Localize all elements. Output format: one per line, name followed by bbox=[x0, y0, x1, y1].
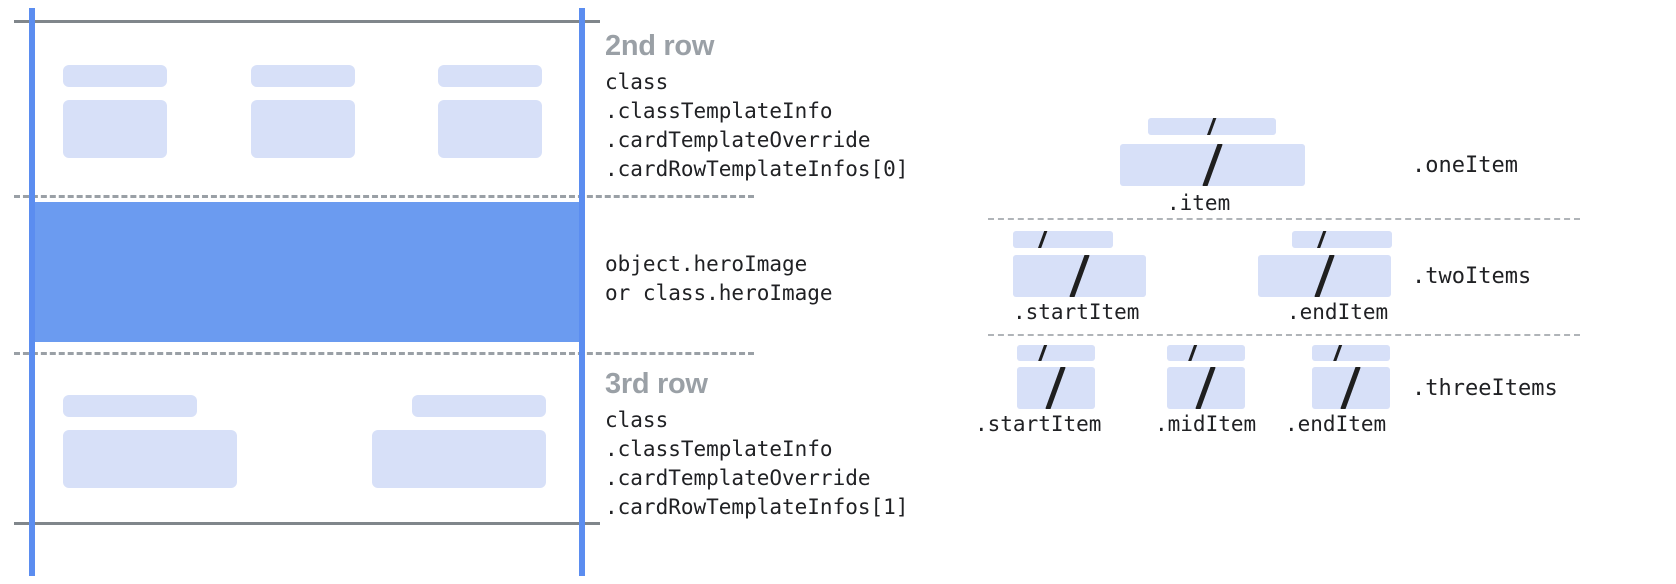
left-edge-guide bbox=[29, 8, 35, 576]
slash-mark bbox=[1069, 255, 1090, 297]
slash-mark bbox=[1202, 144, 1223, 186]
row3-annotation: 3rd row class .classTemplateInfo .cardTe… bbox=[605, 368, 955, 522]
slash-mark bbox=[1036, 345, 1049, 361]
twoitems-start-value-chip bbox=[1013, 255, 1146, 297]
slash-mark bbox=[1340, 367, 1361, 409]
row3-heading: 3rd row bbox=[605, 368, 708, 400]
slash-mark bbox=[1331, 345, 1344, 361]
row3-code-line-1: class bbox=[605, 408, 669, 432]
slash-mark bbox=[1205, 118, 1218, 135]
row3-value-placeholder-2 bbox=[372, 430, 546, 488]
threeitems-start-value-chip bbox=[1017, 367, 1095, 409]
slash-mark bbox=[1195, 367, 1216, 409]
threeitems-mid-caption: .midItem bbox=[1155, 412, 1257, 436]
row2-value-placeholder-1 bbox=[63, 100, 167, 158]
threeitems-end-value-chip bbox=[1312, 367, 1390, 409]
hero-image-block bbox=[35, 202, 582, 342]
threeitems-start-caption: .startItem bbox=[975, 412, 1102, 436]
slash-mark bbox=[1186, 345, 1199, 361]
row2-heading: 2nd row bbox=[605, 30, 715, 62]
twoitems-group-label: .twoItems bbox=[1412, 264, 1532, 289]
oneitem-group-label: .oneItem bbox=[1412, 153, 1518, 178]
threeitems-group-label: .threeItems bbox=[1412, 376, 1558, 401]
twoitems-start-label-chip bbox=[1013, 231, 1113, 248]
hero-annotation: object.heroImage or class.heroImage bbox=[605, 250, 955, 308]
row3-label-placeholder-1 bbox=[63, 395, 197, 417]
item-group-separator-1 bbox=[988, 218, 1580, 220]
card-row-separator-top bbox=[14, 195, 754, 198]
row3-code-line-3: .cardTemplateOverride bbox=[605, 466, 871, 490]
row2-code-line-2: .classTemplateInfo bbox=[605, 99, 833, 123]
hero-code-line-1: object.heroImage bbox=[605, 252, 808, 276]
row3-value-placeholder-1 bbox=[63, 430, 237, 488]
row2-code-line-4: .cardRowTemplateInfos[0] bbox=[605, 157, 909, 181]
slash-mark bbox=[1314, 255, 1335, 297]
oneitem-value-chip bbox=[1120, 144, 1305, 186]
threeitems-start-label-chip bbox=[1017, 345, 1095, 361]
row3-code-line-2: .classTemplateInfo bbox=[605, 437, 833, 461]
twoitems-end-caption: .endItem bbox=[1287, 300, 1389, 324]
hero-code-line-2: or class.heroImage bbox=[605, 281, 833, 305]
slash-mark bbox=[1036, 231, 1049, 248]
threeitems-end-caption: .endItem bbox=[1285, 412, 1387, 436]
card-row-diagram bbox=[0, 0, 754, 584]
row2-code-line-3: .cardTemplateOverride bbox=[605, 128, 871, 152]
row2-label-placeholder-2 bbox=[251, 65, 355, 87]
row2-label-placeholder-3 bbox=[438, 65, 542, 87]
item-group-separator-2 bbox=[988, 334, 1580, 336]
row2-value-placeholder-2 bbox=[251, 100, 355, 158]
item-layout-diagram: .item .oneItem .startItem .endItem .twoI… bbox=[960, 0, 1676, 584]
card-bottom-rule bbox=[14, 522, 600, 525]
row3-label-placeholder-2 bbox=[412, 395, 546, 417]
row2-label-placeholder-1 bbox=[63, 65, 167, 87]
slash-mark bbox=[1045, 367, 1066, 409]
row2-code-line-1: class bbox=[605, 70, 669, 94]
row3-code-line-4: .cardRowTemplateInfos[1] bbox=[605, 495, 909, 519]
oneitem-label-chip bbox=[1148, 118, 1276, 135]
row2-value-placeholder-3 bbox=[438, 100, 542, 158]
oneitem-caption: .item bbox=[1167, 191, 1231, 215]
card-top-rule bbox=[14, 20, 600, 23]
threeitems-end-label-chip bbox=[1312, 345, 1390, 361]
threeitems-mid-value-chip bbox=[1167, 367, 1245, 409]
twoitems-end-value-chip bbox=[1258, 255, 1391, 297]
right-edge-guide bbox=[579, 8, 585, 576]
twoitems-end-label-chip bbox=[1292, 231, 1392, 248]
threeitems-mid-label-chip bbox=[1167, 345, 1245, 361]
card-row-separator-bottom bbox=[14, 352, 754, 355]
row2-annotation: 2nd row class .classTemplateInfo .cardTe… bbox=[605, 30, 955, 184]
slash-mark bbox=[1315, 231, 1328, 248]
twoitems-start-caption: .startItem bbox=[1013, 300, 1140, 324]
